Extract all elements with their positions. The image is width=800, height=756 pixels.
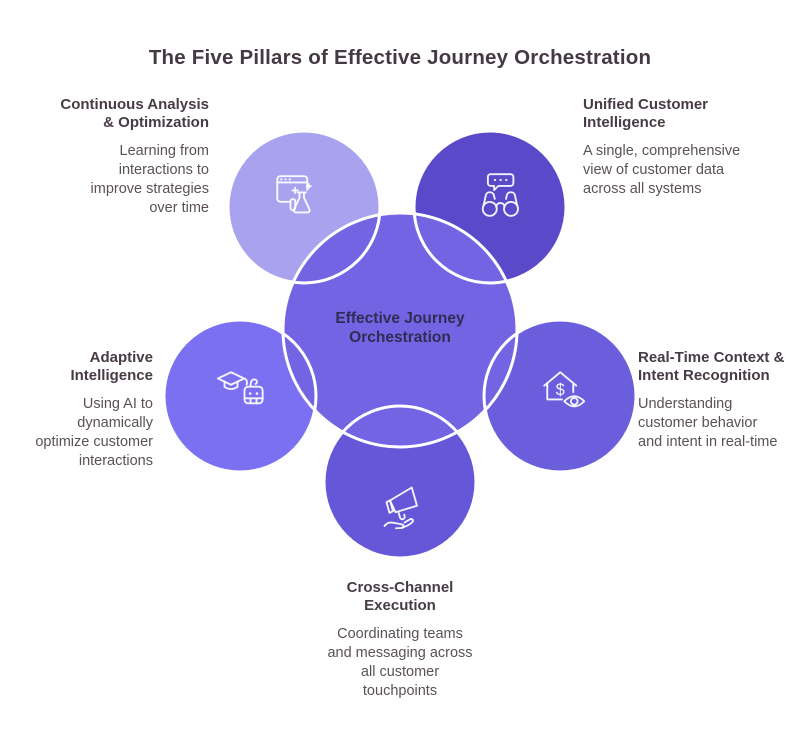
binoculars-chat-icon — [481, 173, 519, 217]
house-value-eye-icon: $ — [543, 371, 586, 408]
pillar-real-time-context: Real-Time Context & Intent Recognition U… — [638, 349, 800, 452]
browser-experiment-icon — [276, 175, 312, 214]
center-label: Effective Journey Orchestration — [335, 310, 465, 346]
circle-real-time-context — [484, 320, 636, 472]
pillar-description: Coordinating teams and messaging across … — [327, 626, 473, 699]
outline-real-time-context — [482, 318, 638, 474]
pillar-description: A single, comprehensive view of customer… — [583, 143, 741, 197]
graduation-robot-icon — [216, 371, 264, 405]
megaphone-hand-icon — [383, 486, 418, 530]
outline-cross-channel — [322, 404, 478, 560]
circle-adaptive-intelligence — [164, 320, 316, 472]
outline-center — [281, 211, 519, 449]
pillar-description: Using AI to dynamically optimize custome… — [35, 396, 153, 469]
circle-center — [283, 213, 517, 447]
pillar-adaptive-intelligence: Adaptive Intelligence Using AI to dynami… — [13, 349, 153, 471]
pillar-cross-channel: Cross-Channel Execution Coordinating tea… — [310, 579, 490, 701]
circle-cross-channel — [324, 406, 476, 558]
outline-adaptive-intelligence — [162, 318, 318, 474]
circle-fills — [164, 131, 636, 558]
pillar-heading: Cross-Channel Execution — [346, 579, 454, 614]
dollar-glyph: $ — [556, 381, 565, 399]
outline-unified-intelligence — [412, 129, 568, 285]
pillar-description: Learning from interactions to improve st… — [90, 143, 209, 216]
outline-continuous-analysis — [226, 129, 382, 285]
circle-outlines — [162, 129, 638, 560]
pillar-continuous-analysis: Continuous Analysis & Optimization Learn… — [31, 96, 209, 218]
pillar-heading: Real-Time Context & Intent Recognition — [638, 349, 785, 384]
pillar-heading: Unified Customer Intelligence — [583, 96, 709, 131]
pillar-heading: Continuous Analysis & Optimization — [60, 96, 209, 131]
pillar-unified-intelligence: Unified Customer Intelligence A single, … — [583, 96, 755, 199]
page-title: The Five Pillars of Effective Journey Or… — [148, 46, 652, 69]
pillar-description: Understanding customer behavior and inte… — [638, 396, 778, 450]
pillar-heading: Adaptive Intelligence — [70, 349, 153, 384]
